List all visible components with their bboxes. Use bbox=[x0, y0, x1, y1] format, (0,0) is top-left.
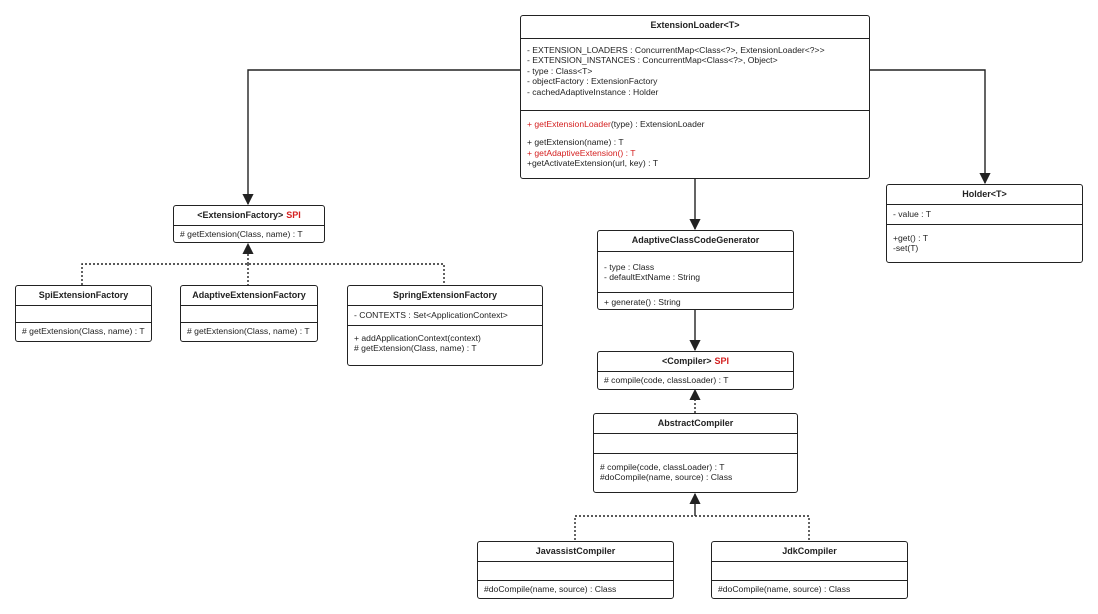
adaptive-extension-factory-class[interactable]: AdaptiveExtensionFactory # getExtension(… bbox=[180, 285, 318, 342]
method-name-highlight: getExtensionLoader bbox=[534, 119, 611, 129]
field-object-factory: - objectFactory : ExtensionFactory bbox=[527, 76, 658, 87]
adaptive-extension-factory-title: AdaptiveExtensionFactory bbox=[181, 286, 317, 306]
spi-extension-factory-title: SpiExtensionFactory bbox=[16, 286, 151, 306]
abstract-compiler-class[interactable]: AbstractCompiler # compile(code, classLo… bbox=[593, 413, 798, 493]
compiler-methods: # compile(code, classLoader) : T bbox=[598, 372, 793, 388]
method-compile: # compile(code, classLoader) : T bbox=[600, 462, 725, 472]
spring-extension-factory-methods: + addApplicationContext(context) # getEx… bbox=[348, 326, 542, 357]
field-default-ext-name: - defaultExtName : String bbox=[604, 272, 701, 283]
extension-loader-methods: + getExtensionLoader(type) : ExtensionLo… bbox=[521, 111, 869, 172]
extension-loader-class[interactable]: ExtensionLoader<T> - EXTENSION_LOADERS :… bbox=[520, 15, 870, 179]
field-value: - value : T bbox=[893, 209, 932, 219]
edge-loader-to-extension-factory bbox=[242, 69, 520, 206]
compiler-interface[interactable]: <Compiler>SPI # compile(code, classLoade… bbox=[597, 351, 794, 390]
generator-methods: + generate() : String bbox=[598, 293, 793, 310]
method-set: -set(T) bbox=[893, 243, 919, 254]
edge-loader-to-holder bbox=[870, 69, 991, 185]
field-extension-instances: - EXTENSION_INSTANCES : ConcurrentMap<Cl… bbox=[527, 55, 778, 66]
method-get: +get() : T bbox=[893, 233, 928, 243]
spring-extension-factory-title: SpringExtensionFactory bbox=[348, 286, 542, 306]
jdk-compiler-title: JdkCompiler bbox=[712, 542, 907, 562]
spi-tag: SPI bbox=[286, 210, 301, 220]
spi-tag: SPI bbox=[714, 356, 730, 366]
abstract-compiler-fields bbox=[594, 434, 797, 454]
method-get-extension: # getExtension(Class, name) : T bbox=[22, 326, 145, 336]
abstract-compiler-methods: # compile(code, classLoader) : T #doComp… bbox=[594, 454, 797, 486]
generator-title: AdaptiveClassCodeGenerator bbox=[598, 231, 793, 252]
adaptive-class-code-generator-class[interactable]: AdaptiveClassCodeGenerator - type : Clas… bbox=[597, 230, 794, 310]
method-signature: (type) : ExtensionLoader bbox=[610, 119, 705, 129]
method-get-extension-loader: + getExtensionLoader(type) : ExtensionLo… bbox=[527, 119, 863, 129]
spi-extension-factory-fields bbox=[16, 306, 151, 323]
method-prefix: + bbox=[527, 119, 535, 129]
compiler-name: <Compiler> bbox=[661, 356, 712, 366]
method-get-activate-extension: +getActivateExtension(url, key) : T bbox=[527, 158, 658, 169]
extension-loader-fields: - EXTENSION_LOADERS : ConcurrentMap<Clas… bbox=[521, 39, 869, 111]
holder-title: Holder<T> bbox=[887, 185, 1082, 205]
field-cached-adaptive-instance: - cachedAdaptiveInstance : Holder bbox=[527, 86, 659, 97]
jdk-compiler-class[interactable]: JdkCompiler #doCompile(name, source) : C… bbox=[711, 541, 908, 599]
method-compile: # compile(code, classLoader) : T bbox=[604, 375, 729, 385]
spring-extension-factory-fields: - CONTEXTS : Set<ApplicationContext> bbox=[348, 306, 542, 326]
field-type: - type : Class bbox=[604, 262, 655, 272]
method-generate: + generate() : String bbox=[604, 297, 681, 307]
adaptive-extension-factory-methods: # getExtension(Class, name) : T bbox=[181, 323, 317, 339]
field-type: - type : Class<T> bbox=[527, 65, 593, 76]
extension-factory-title: <ExtensionFactory>SPI bbox=[174, 206, 324, 226]
jdk-compiler-fields bbox=[712, 562, 907, 581]
adaptive-extension-factory-fields bbox=[181, 306, 317, 323]
javassist-compiler-methods: #doCompile(name, source) : Class bbox=[478, 581, 673, 597]
extension-factory-methods: # getExtension(Class, name) : T bbox=[174, 226, 324, 242]
javassist-compiler-class[interactable]: JavassistCompiler #doCompile(name, sourc… bbox=[477, 541, 674, 599]
edge-compiler-subclass-branches bbox=[574, 515, 810, 540]
spring-extension-factory-class[interactable]: SpringExtensionFactory - CONTEXTS : Set<… bbox=[347, 285, 543, 366]
field-extension-loaders: - EXTENSION_LOADERS : ConcurrentMap<Clas… bbox=[527, 45, 825, 55]
method-do-compile: #doCompile(name, source) : Class bbox=[718, 584, 851, 594]
jdk-compiler-methods: #doCompile(name, source) : Class bbox=[712, 581, 907, 597]
javassist-compiler-fields bbox=[478, 562, 673, 581]
extension-loader-title: ExtensionLoader<T> bbox=[521, 16, 869, 39]
method-get-adaptive-extension: + getAdaptiveExtension() : T bbox=[527, 147, 636, 158]
extension-factory-name: <ExtensionFactory> bbox=[197, 210, 284, 220]
javassist-compiler-title: JavassistCompiler bbox=[478, 542, 673, 562]
method-get-extension: # getExtension(Class, name) : T bbox=[180, 229, 303, 239]
method-get-extension: # getExtension(Class, name) : T bbox=[354, 343, 477, 354]
method-get-extension: # getExtension(Class, name) : T bbox=[187, 326, 310, 336]
holder-class[interactable]: Holder<T> - value : T +get() : T -set(T) bbox=[886, 184, 1083, 263]
method-get-extension: + getExtension(name) : T bbox=[527, 137, 624, 148]
abstract-compiler-title: AbstractCompiler bbox=[594, 414, 797, 434]
holder-fields: - value : T bbox=[887, 205, 1082, 225]
compiler-title: <Compiler>SPI bbox=[598, 352, 793, 372]
spi-extension-factory-methods: # getExtension(Class, name) : T bbox=[16, 323, 151, 339]
generator-fields: - type : Class - defaultExtName : String bbox=[598, 252, 793, 293]
holder-methods: +get() : T -set(T) bbox=[887, 225, 1082, 257]
method-do-compile: #doCompile(name, source) : Class bbox=[600, 472, 733, 483]
method-add-application-context: + addApplicationContext(context) bbox=[354, 333, 481, 343]
extension-factory-interface[interactable]: <ExtensionFactory>SPI # getExtension(Cla… bbox=[173, 205, 325, 243]
method-do-compile: #doCompile(name, source) : Class bbox=[484, 584, 617, 594]
spi-extension-factory-class[interactable]: SpiExtensionFactory # getExtension(Class… bbox=[15, 285, 152, 342]
field-contexts: - CONTEXTS : Set<ApplicationContext> bbox=[354, 310, 508, 320]
edge-factory-impl-branches bbox=[81, 263, 445, 285]
